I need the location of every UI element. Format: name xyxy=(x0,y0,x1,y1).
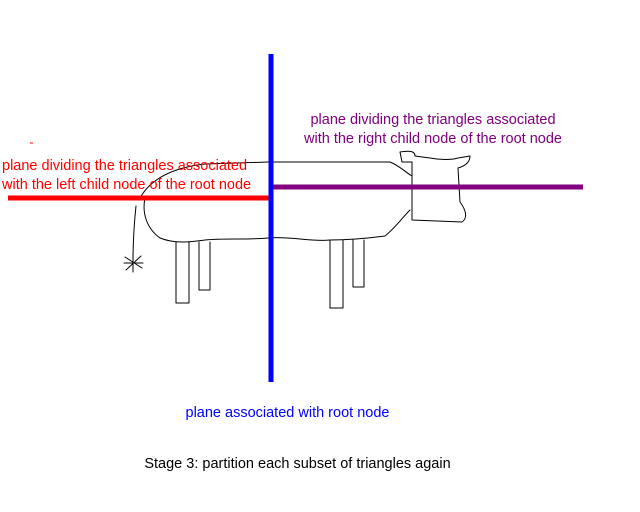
cow-tail xyxy=(132,205,137,263)
cow-drawing xyxy=(123,150,471,309)
root-plane-label: plane associated with root node xyxy=(185,405,390,421)
cow-belly-outline xyxy=(143,197,411,243)
cow-front-leg-2 xyxy=(352,239,365,288)
left-child-plane-label-line-2: with the left child node of the root nod… xyxy=(2,177,252,193)
right-child-plane-label-line-2: with the right child node of the root no… xyxy=(304,131,562,147)
cow-head xyxy=(399,150,471,223)
right-child-plane-label: plane dividing the triangles associated … xyxy=(283,111,583,149)
right-child-plane-label-line-1: plane dividing the triangles associated xyxy=(310,112,556,128)
left-child-plane-label-line-1: plane dividing the triangles associated xyxy=(2,158,248,174)
cow-back-outline xyxy=(139,161,413,199)
left-child-plane-label: plane dividing the triangles associated … xyxy=(2,157,270,195)
cow-rear-leg-1 xyxy=(175,241,190,304)
cow-rear-leg-2 xyxy=(198,241,211,291)
diagram-caption: Stage 3: partition each subset of triang… xyxy=(144,456,451,472)
cow-front-leg-1 xyxy=(329,239,344,309)
cow-tail-tuft xyxy=(123,253,144,273)
